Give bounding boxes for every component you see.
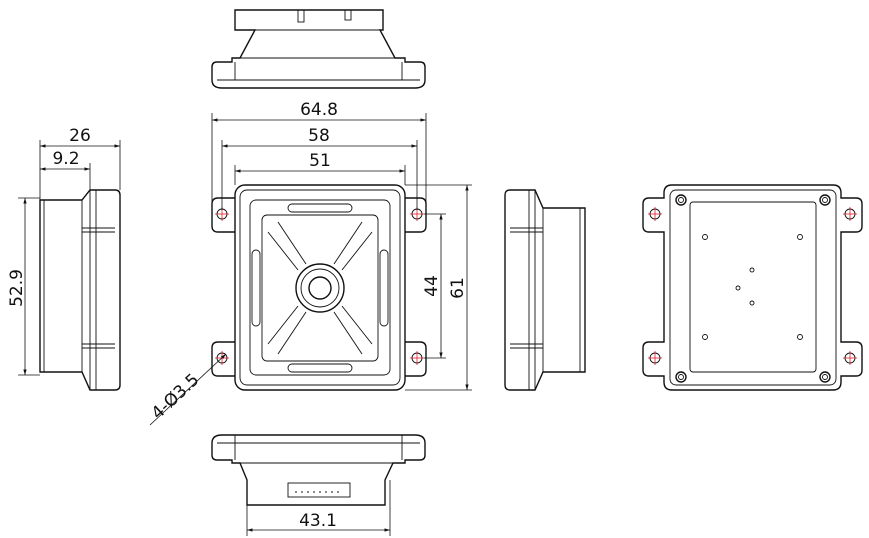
dim-overall-width: 64.8 [300,100,338,120]
front-view [211,184,427,391]
bottom-view [211,434,426,536]
dimension-lines [149,113,472,426]
dim-connector-width: 43.1 [299,511,337,531]
dim-hole-callout: 4-Ø3.5 [148,370,204,424]
left-side-view [18,140,121,391]
dim-body-width: 51 [309,151,331,171]
dim-hole-spacing-y: 44 [422,275,442,297]
dim-flange-offset: 9.2 [52,149,79,169]
dim-depth: 26 [69,126,91,146]
connector [287,482,351,498]
dim-overall-height: 61 [448,277,468,299]
top-view [211,9,426,89]
right-side-view [504,189,586,391]
dim-hole-spacing-x: 58 [308,126,330,146]
mounting-hole [215,207,424,365]
back-view [642,184,863,391]
dim-side-height: 52.9 [7,269,27,307]
